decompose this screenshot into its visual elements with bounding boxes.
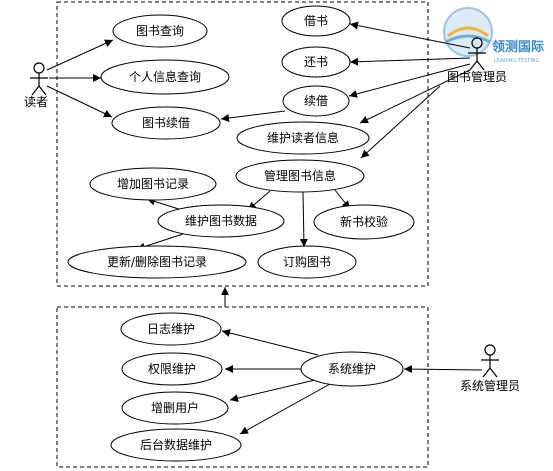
use-case-borrow: 借书 xyxy=(281,5,351,37)
sysadmin-actor-icon xyxy=(481,344,499,378)
use-case-update-delete-book-record: 更新/删除图书记录 xyxy=(67,245,247,279)
librarian-actor-label: 图书管理员 xyxy=(447,69,507,84)
use-case-add-delete-users-label: 增删用户 xyxy=(151,400,199,415)
use-case-log-maintenance-label: 日志维护 xyxy=(147,322,195,336)
use-case-permission-maintenance: 权限维护 xyxy=(121,352,223,386)
watermark-subtitle: LEADING TESTING xyxy=(494,58,540,64)
use-case-add-delete-users: 增删用户 xyxy=(121,391,229,425)
use-case-book-query-label: 图书查询 xyxy=(136,24,184,38)
use-case-return-label: 还书 xyxy=(304,55,328,69)
use-case-maintain-reader-info-label: 维护读者信息 xyxy=(267,130,339,145)
reader-actor-icon xyxy=(30,62,48,96)
use-case-maintain-book-data: 维护图书数据 xyxy=(157,204,285,238)
use-case-return: 还书 xyxy=(281,46,351,78)
use-case-personal-info-query: 个人信息查询 xyxy=(100,59,230,95)
librarian-actor-icon xyxy=(468,37,486,71)
use-case-book-query: 图书查询 xyxy=(112,14,208,48)
use-case-new-book-check: 新书校验 xyxy=(313,204,415,240)
use-case-order-books: 订购图书 xyxy=(257,245,357,279)
use-case-system-maintenance-label: 系统维护 xyxy=(328,362,376,376)
use-case-maintain-book-data-label: 维护图书数据 xyxy=(185,213,257,228)
use-case-add-book-record-label: 增加图书记录 xyxy=(117,177,189,191)
use-case-new-book-check-label: 新书校验 xyxy=(340,214,388,229)
use-case-order-books-label: 订购图书 xyxy=(283,254,331,269)
use-case-renew-label: 图书续借 xyxy=(142,116,190,130)
use-case-backend-data-maintenance-label: 后台数据维护 xyxy=(140,437,212,452)
use-case-renew: 图书续借 xyxy=(111,106,221,140)
use-case-continue-borrow-label: 续借 xyxy=(304,94,328,108)
watermark-name: 领测国际 xyxy=(492,39,544,55)
use-case-update-delete-book-record-label: 更新/删除图书记录 xyxy=(107,254,207,269)
use-case-maintain-reader-info: 维护读者信息 xyxy=(236,121,370,155)
system-maintenance-boundary xyxy=(56,306,429,468)
use-case-personal-info-query-label: 个人信息查询 xyxy=(129,69,201,84)
library-system-boundary xyxy=(56,1,429,287)
use-case-manage-book-info: 管理图书信息 xyxy=(235,159,365,193)
use-case-system-maintenance: 系统维护 xyxy=(300,351,404,387)
use-case-borrow-label: 借书 xyxy=(304,14,328,28)
reader-actor-label: 读者 xyxy=(24,95,48,109)
use-case-backend-data-maintenance: 后台数据维护 xyxy=(110,428,242,462)
watermark-logo: 领测国际 LEADING TESTING xyxy=(443,7,544,64)
use-case-permission-maintenance-label: 权限维护 xyxy=(148,362,196,376)
use-case-continue-borrow: 续借 xyxy=(282,85,350,117)
sysadmin-actor-label: 系统管理员 xyxy=(460,378,520,393)
use-case-log-maintenance: 日志维护 xyxy=(120,312,222,346)
use-case-manage-book-info-label: 管理图书信息 xyxy=(264,168,336,183)
use-case-add-book-record: 增加图书记录 xyxy=(89,167,217,201)
